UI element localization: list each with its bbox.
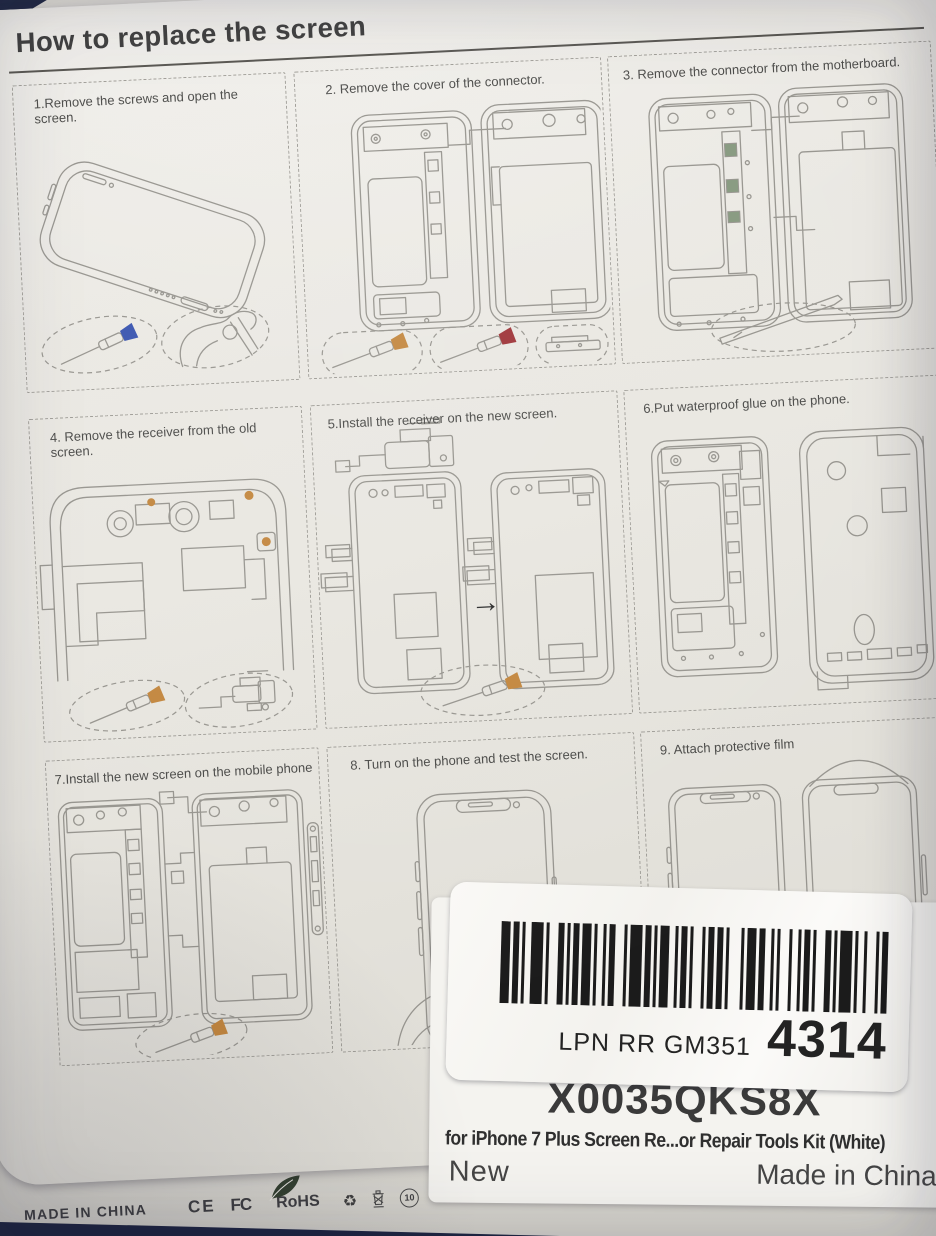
lpn-number-text: 4314 <box>766 1009 888 1071</box>
condition-text: New <box>448 1155 510 1189</box>
page-title: How to replace the screen <box>14 10 367 59</box>
recycle-icon: ♻ <box>342 1190 358 1210</box>
step-6-panel: 6.Put waterproof glue on the phone. <box>623 374 936 714</box>
bracket-part-icon <box>545 335 601 353</box>
spudger-icon <box>719 294 843 345</box>
screwdriver-orange-icon <box>332 332 409 369</box>
instruction-sheet: How to replace the screen 1.Remove the s… <box>0 0 936 1187</box>
side-button-flex-icon <box>306 822 324 936</box>
step-6-illustration <box>650 426 935 691</box>
screwdriver-orange-icon <box>89 685 166 724</box>
screwdriver-red-icon <box>440 327 517 363</box>
weee-bin-icon <box>372 1190 384 1208</box>
lpn-barcode-sticker: LPN RR GM351 4314 <box>445 881 913 1093</box>
origin-text: Made in China <box>756 1158 936 1192</box>
barcode <box>499 921 889 1014</box>
fcc-mark: FC <box>230 1194 252 1215</box>
product-title: for iPhone 7 Plus Screen Re...or Repair … <box>444 1127 886 1155</box>
screwdriver-orange-icon <box>442 672 523 707</box>
step-3-illustration <box>648 83 913 352</box>
step-5-panel: 5.Install the receiver on the new screen… <box>309 390 634 729</box>
step-4-panel: 4. Remove the receiver from the old scre… <box>28 405 318 743</box>
epup-10-mark: 10 <box>399 1187 420 1208</box>
step-7-illustration <box>57 789 324 1061</box>
step-5-illustration: → <box>320 417 615 716</box>
step-2-panel: 2. Remove the cover of the connector. <box>293 56 617 380</box>
rohs-mark: RoHS <box>269 1175 320 1213</box>
step-3-panel: 3. Remove the connector from the motherb… <box>606 40 936 365</box>
lpn-code-text: LPN RR GM351 <box>558 1027 752 1062</box>
step-1-illustration <box>39 161 270 374</box>
step-1-panel: 1.Remove the screws and open the screen. <box>11 72 301 394</box>
step-4-illustration <box>39 478 295 732</box>
screwdriver-blue-icon <box>60 322 139 365</box>
screwdriver-orange-icon <box>155 1018 228 1054</box>
ce-mark: CE <box>187 1196 216 1217</box>
receiver-part-icon <box>334 417 455 473</box>
package-footer: MADE IN CHINA CE FC RoHS ♻ 10 <box>23 1175 420 1225</box>
waterproof-gasket-outline <box>798 426 935 691</box>
step-2-illustration <box>321 99 613 376</box>
made-in-china-text: MADE IN CHINA <box>23 1201 148 1223</box>
hand-icon <box>179 310 259 368</box>
leaf-icon <box>269 1175 300 1201</box>
receiver-part-icon <box>198 670 276 712</box>
step-7-panel: 7.Install the new screen on the mobile p… <box>44 747 334 1067</box>
